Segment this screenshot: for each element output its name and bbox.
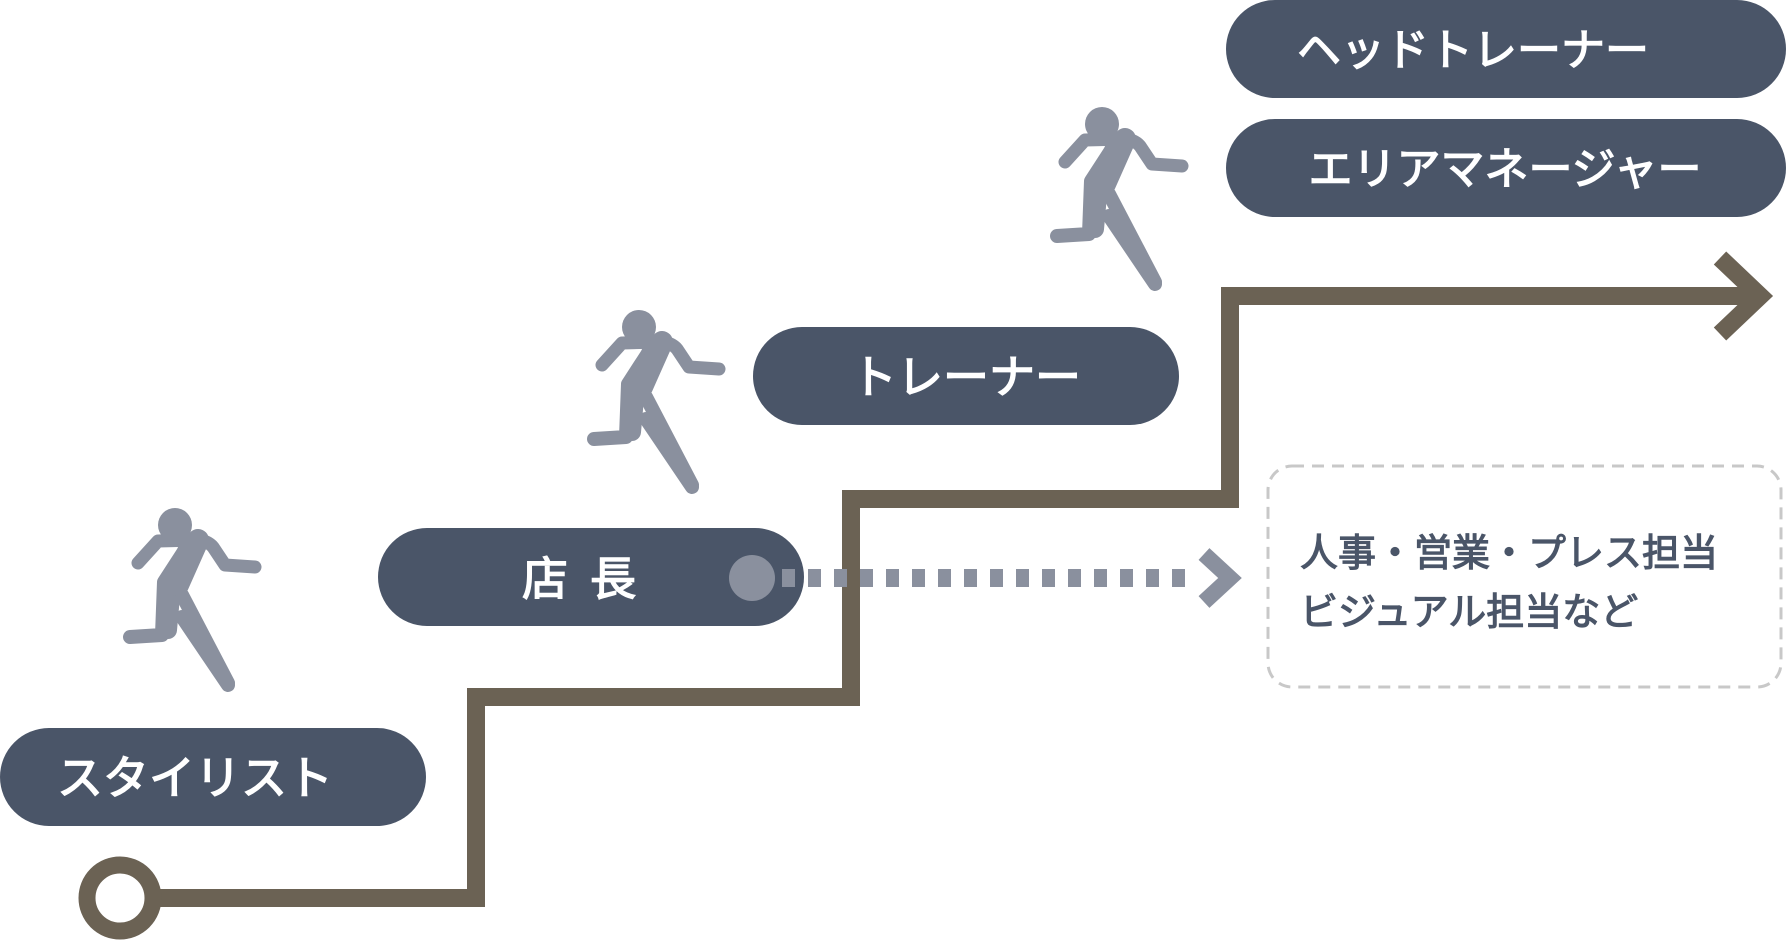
arrow-right-icon — [1713, 251, 1774, 341]
running-person-icon — [130, 508, 255, 685]
other-roles-line-1: 人事・営業・プレス担当 — [1300, 531, 1718, 575]
role-label-head-trainer: ヘッドトレーナー — [1297, 25, 1649, 76]
career-step-path — [130, 287, 1748, 907]
other-roles-line-2: ビジュアル担当など — [1300, 590, 1638, 634]
role-label-trainer: トレーナー — [851, 350, 1081, 404]
role-pill-stylist: スタイリスト — [0, 728, 426, 826]
role-pill-head-trainer: ヘッドトレーナー — [1226, 0, 1786, 98]
role-pill-area-manager: エリアマネージャー — [1226, 119, 1786, 217]
running-person-icon — [594, 310, 719, 487]
role-label-area-manager: エリアマネージャー — [1309, 144, 1702, 195]
role-label-stylist: スタイリスト — [57, 751, 333, 805]
dotted-arrow-icon — [1198, 548, 1242, 608]
role-pill-store-manager: 店長 — [378, 528, 804, 626]
other-roles-box: 人事・営業・プレス担当 ビジュアル担当など — [1266, 464, 1783, 689]
running-person-icon — [1057, 107, 1182, 284]
role-pill-trainer: トレーナー — [753, 327, 1179, 425]
start-circle-icon — [78, 856, 162, 940]
connector-dot — [729, 555, 775, 601]
role-label-store-manager: 店長 — [522, 552, 658, 606]
